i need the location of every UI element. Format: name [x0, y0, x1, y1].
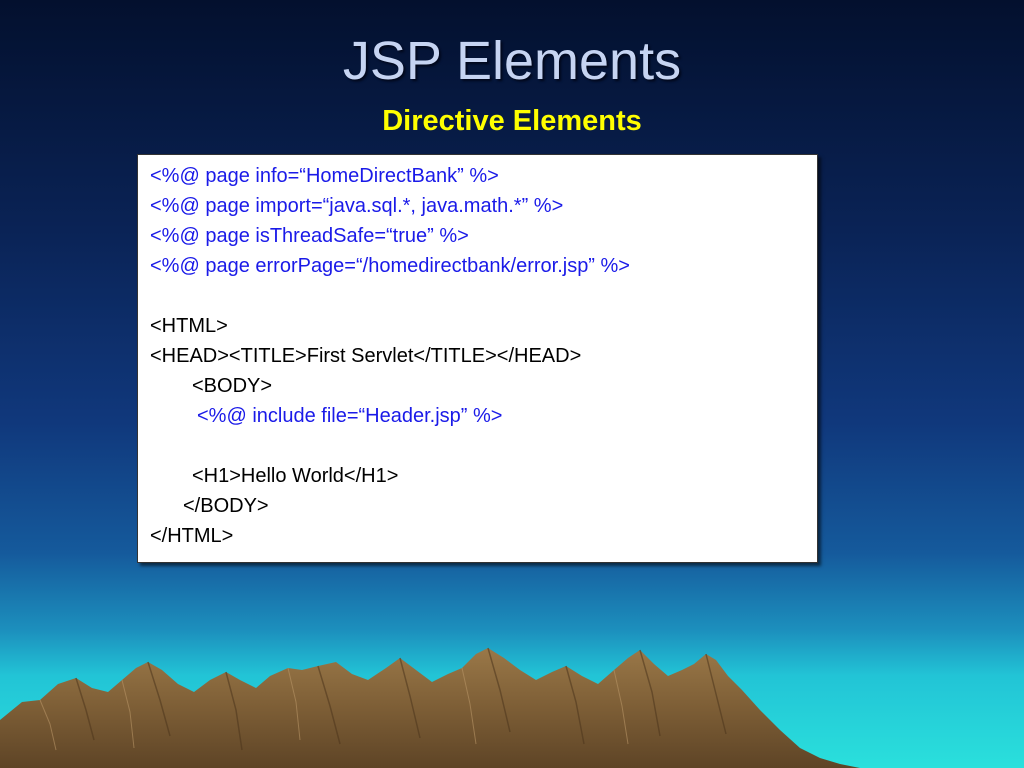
code-line: <%@ page info=“HomeDirectBank” %>	[150, 165, 499, 187]
mountain-ridges	[75, 647, 727, 751]
mountain-range	[0, 648, 860, 768]
mountain-highlights	[39, 667, 629, 751]
code-line: <%@ page import=“java.sql.*, java.math.*…	[150, 195, 564, 217]
slide-subtitle: Directive Elements	[382, 105, 642, 137]
code-line	[150, 431, 817, 461]
slide-title: JSP Elements	[342, 31, 682, 91]
code-line: <H1>Hello World</H1>	[192, 465, 399, 487]
code-line: </HTML>	[150, 525, 234, 547]
code-line: <%@ page errorPage=“/homedirectbank/erro…	[150, 255, 630, 277]
code-line	[150, 281, 817, 311]
mountain-range-illustration	[0, 647, 860, 768]
code-line: <%@ include file=“Header.jsp” %>	[197, 405, 503, 427]
code-line: <HTML>	[150, 315, 228, 337]
code-line: <%@ page isThreadSafe=“true” %>	[150, 225, 469, 247]
code-line: </BODY>	[183, 495, 269, 517]
code-line: <BODY>	[192, 375, 273, 397]
code-line: <HEAD><TITLE>First Servlet</TITLE></HEAD…	[150, 345, 582, 367]
code-box: <%@ page info=“HomeDirectBank” %> <%@ pa…	[137, 154, 818, 563]
